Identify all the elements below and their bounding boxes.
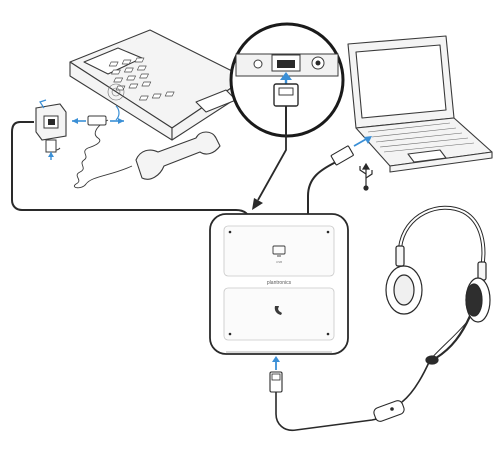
handset-icon bbox=[274, 306, 282, 315]
port-detail-callout bbox=[229, 22, 345, 138]
phone-handset bbox=[135, 131, 221, 180]
laptop bbox=[347, 35, 493, 173]
adapter-bottom-plug bbox=[45, 139, 57, 160]
handset-coil-cord bbox=[74, 119, 133, 189]
headset-cord-upper bbox=[401, 359, 431, 403]
phone-adapter bbox=[35, 99, 67, 141]
adapter-arrow-icon bbox=[39, 99, 47, 109]
pc-icon-caption: USB bbox=[276, 260, 282, 264]
usb-cable-laptop bbox=[307, 136, 372, 218]
hub-computer-zone: USB bbox=[223, 225, 335, 277]
monitor-icon bbox=[272, 245, 286, 257]
headset bbox=[385, 205, 491, 365]
hub-phone-zone bbox=[223, 287, 335, 341]
desk-phone bbox=[69, 29, 247, 141]
headset-usb-plug bbox=[269, 356, 283, 393]
usb-icon bbox=[359, 162, 373, 191]
inline-control bbox=[373, 400, 405, 422]
phone-jack-plug bbox=[72, 105, 124, 126]
hub-brand: plantronics bbox=[267, 280, 292, 286]
callout-pointer-arrow bbox=[252, 136, 287, 210]
hub: USB plantronics bbox=[209, 213, 349, 355]
phone-cable bbox=[11, 121, 251, 223]
